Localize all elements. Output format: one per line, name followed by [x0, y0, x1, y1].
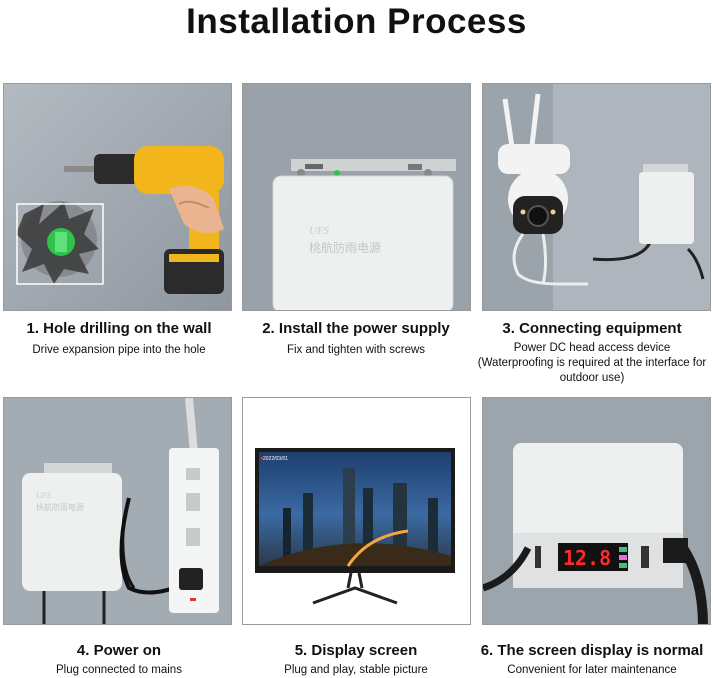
- step-1-title: 1. Hole drilling on the wall: [26, 320, 212, 337]
- svg-text:12.8: 12.8: [563, 546, 611, 570]
- svg-text:UFS: UFS: [309, 225, 330, 237]
- step-3-image: [482, 83, 711, 311]
- step-4-title: 4. Power on: [76, 642, 162, 659]
- step-3-title: 3. Connecting equipment: [502, 320, 682, 337]
- page-title: Installation Process: [186, 2, 527, 41]
- step-4-desc: Plug connected to mains: [56, 664, 182, 676]
- step-1-image: [3, 83, 232, 311]
- power-supply-box-icon: UFS 桃航防雨电源: [22, 463, 122, 591]
- svg-text:桃航防雨电源: 桃航防雨电源: [36, 502, 84, 512]
- svg-text:UFS: UFS: [36, 491, 51, 500]
- step-5-image: 2022/03/01: [242, 397, 471, 625]
- power-drill-icon: [64, 146, 224, 294]
- step-2-desc: Fix and tighten with screws: [286, 344, 426, 356]
- step-5-title: 5. Display screen: [294, 642, 418, 659]
- step-3-desc: Power DC head access device (Waterproofi…: [477, 342, 707, 384]
- step-1-desc: Drive expansion pipe into the hole: [32, 344, 206, 356]
- security-camera-icon: [498, 93, 570, 234]
- step-5-desc: Plug and play, stable picture: [284, 664, 428, 676]
- step-2-title: 2. Install the power supply: [262, 320, 450, 337]
- svg-text:2022/03/01: 2022/03/01: [263, 456, 288, 462]
- step-6-desc: Convenient for later maintenance: [507, 664, 677, 676]
- step-6-title: 6. The screen display is normal: [480, 642, 704, 659]
- step-4-image: UFS 桃航防雨电源: [3, 397, 232, 625]
- digital-display-icon: 12.8: [535, 543, 649, 571]
- step-2-image: UFS 桃航防雨电源: [242, 83, 471, 311]
- step-6-image: 12.8: [482, 397, 711, 625]
- power-strip-icon: [169, 398, 219, 613]
- drilled-hole-icon: [16, 201, 104, 285]
- power-supply-box-icon: UFS 桃航防雨电源: [272, 159, 456, 310]
- power-supply-box-icon: [639, 164, 694, 244]
- monitor-icon: 2022/03/01: [255, 448, 455, 605]
- svg-text:桃航防雨电源: 桃航防雨电源: [309, 240, 381, 255]
